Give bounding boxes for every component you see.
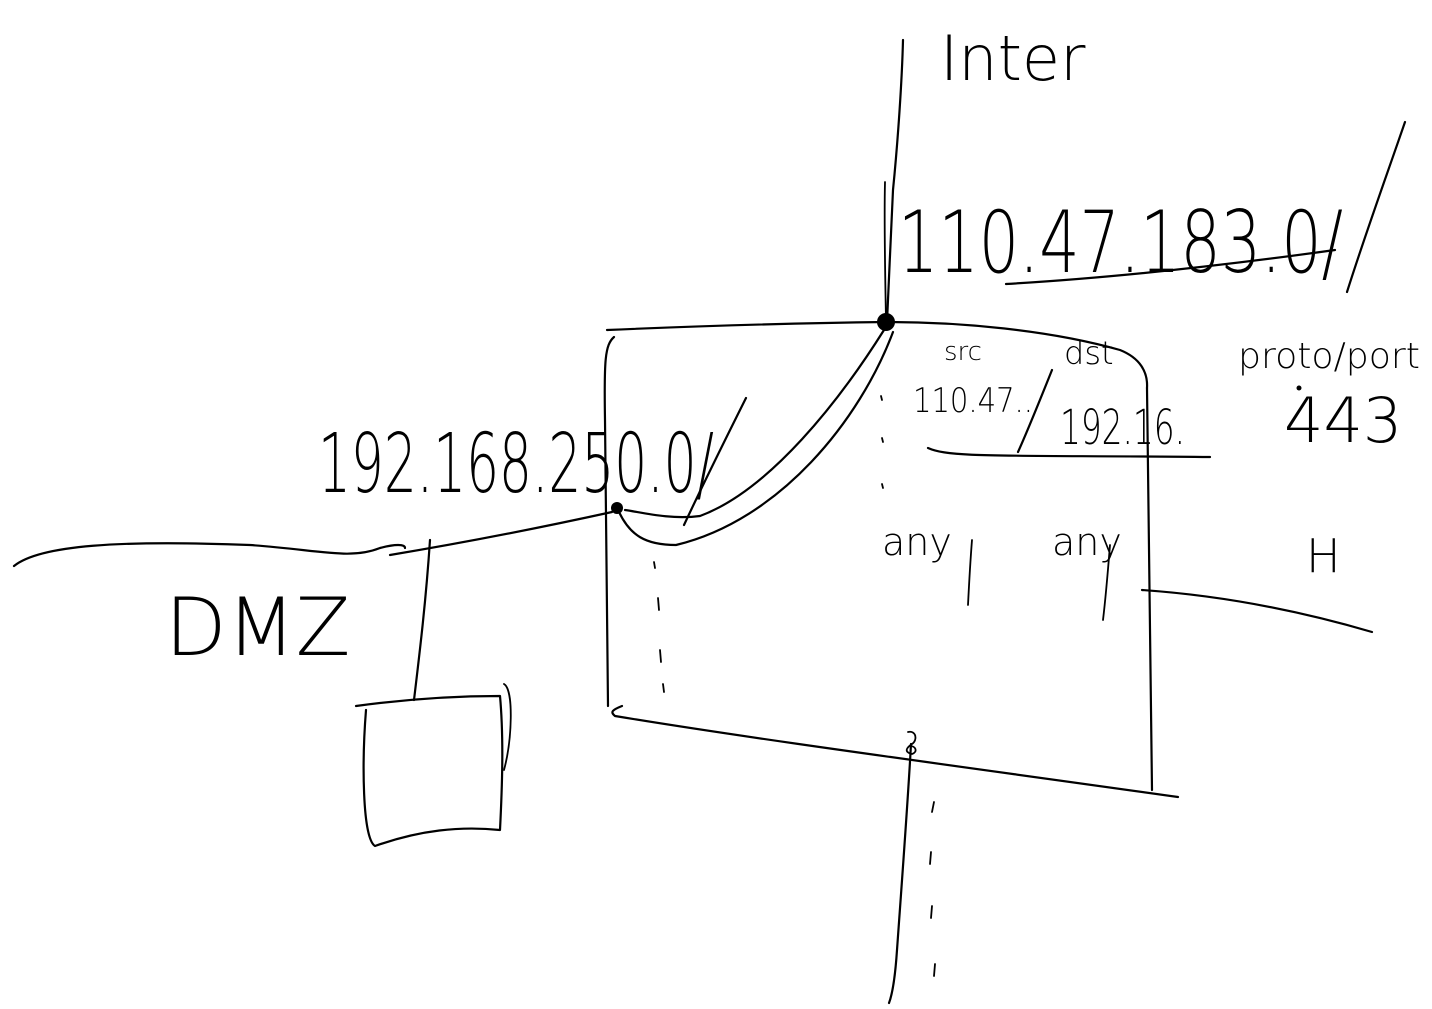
rule-port-value: 443: [1284, 384, 1402, 457]
rule-dst-header: dst: [1064, 334, 1114, 372]
traffic-flow-curve-inner: [623, 328, 886, 519]
rule2-dst-value: any: [1052, 520, 1122, 564]
dmz-network-line: [12, 542, 407, 568]
dmz-label: DMZ: [165, 581, 350, 674]
rule-src-dst-divider: [1016, 368, 1054, 454]
dotted-leader-bottom: [929, 801, 936, 977]
rule2-src-value: any: [882, 520, 952, 564]
right-network-line: [1140, 588, 1374, 634]
firewall-dmz-port: [611, 502, 623, 514]
rule2-src-tail: [967, 539, 973, 606]
internet-subnet-label: 110.47.183.0/: [898, 193, 1343, 293]
port-value-dot: [1296, 385, 1302, 391]
rule-src-value: 110.47..: [913, 381, 1033, 421]
dotted-leader-left: [653, 561, 665, 693]
firewall-box-top: [605, 320, 1149, 390]
rule2-dst-tail: [1102, 544, 1111, 621]
internet-label: Inter: [940, 22, 1086, 95]
inside-network-drop-line: [887, 742, 913, 1005]
right-zone-label: H: [1306, 529, 1341, 583]
dmz-server-drop-line: [412, 538, 432, 702]
dmz-server-box-edge: [503, 683, 512, 771]
firewall-box-left: [603, 335, 616, 708]
dotted-leader-center: [880, 395, 884, 489]
rule-row-underline: [926, 446, 1212, 459]
rule-dst-value: 192.16.: [1060, 400, 1185, 456]
dmz-to-firewall-link: [388, 510, 614, 557]
firewall-internet-port: [877, 313, 895, 331]
dmz-subnet-label: 192.168.250.0/: [318, 417, 714, 512]
internet-subnet-underline: [1004, 248, 1337, 286]
firewall-box-right: [1145, 386, 1154, 792]
firewall-box-bottom: [611, 704, 1180, 799]
rule-src-header: src: [944, 337, 982, 367]
internet-subnet-slash: [1345, 120, 1407, 294]
rule-port-header: proto/port: [1238, 336, 1420, 377]
firewall-inside-port-mark: [905, 730, 917, 755]
internet-uplink-line: [885, 38, 905, 324]
dmz-subnet-slash: [682, 396, 748, 527]
traffic-flow-curve-outer: [617, 330, 895, 547]
internet-uplink-stroke: [883, 181, 887, 321]
dmz-server-box: [354, 694, 504, 848]
